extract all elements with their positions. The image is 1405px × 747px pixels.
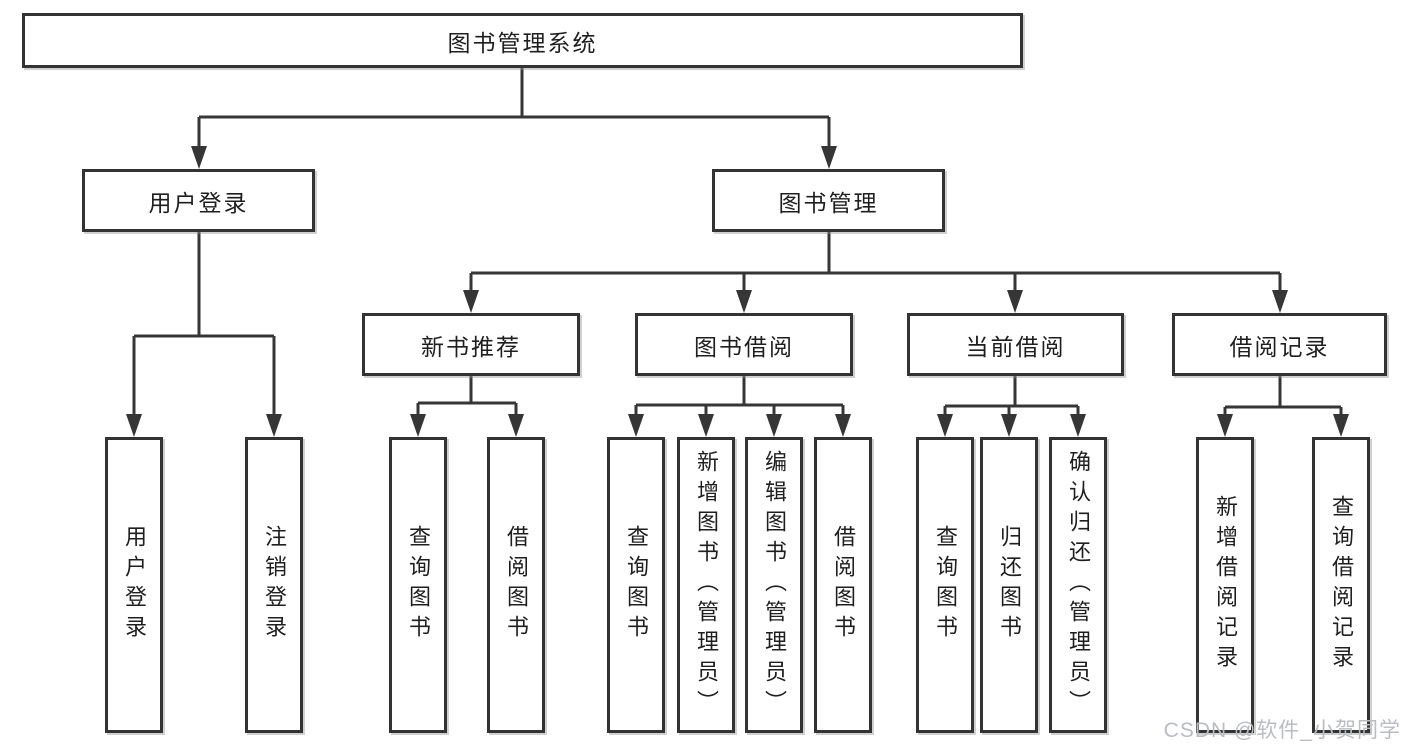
leaf-edit-books-admin: 编辑图书（管理员） xyxy=(745,437,803,733)
csdn-watermark: CSDN @软件_小贺同学 xyxy=(1163,719,1401,742)
node-label: 新增借阅记录 xyxy=(1213,495,1238,675)
leaf-search-borrow-record: 查询借阅记录 xyxy=(1312,437,1370,733)
node-label: 图书管理 xyxy=(778,189,879,216)
node-label: 编辑图书（管理员） xyxy=(762,450,787,720)
leaf-return-books: 归还图书 xyxy=(980,437,1038,733)
node-book-borrowing: 图书借阅 xyxy=(635,313,853,376)
node-new-book-recommend: 新书推荐 xyxy=(362,313,580,376)
leaf-confirm-return-admin: 确认归还（管理员） xyxy=(1049,437,1107,733)
leaf-user-login: 用户登录 xyxy=(105,437,163,733)
node-label: 当前借阅 xyxy=(965,333,1066,360)
node-label: 图书管理系统 xyxy=(447,29,598,56)
node-label: 确认归还（管理员） xyxy=(1066,450,1091,720)
node-label: 用户登录 xyxy=(148,189,249,216)
node-label: 查询图书 xyxy=(933,525,958,645)
leaf-logout: 注销登录 xyxy=(245,437,303,733)
node-borrowing-records: 借阅记录 xyxy=(1172,313,1387,376)
node-root-system: 图书管理系统 xyxy=(22,13,1023,68)
node-label: 归还图书 xyxy=(997,525,1022,645)
tree-edges xyxy=(132,68,1343,420)
node-label: 借阅图书 xyxy=(504,525,529,645)
leaf-search-books: 查询图书 xyxy=(916,437,974,733)
leaf-search-books: 查询图书 xyxy=(607,437,665,733)
node-label: 图书借阅 xyxy=(694,333,794,360)
node-current-borrowing: 当前借阅 xyxy=(907,313,1124,376)
arrowhead-icons xyxy=(126,146,1349,437)
node-user-login: 用户登录 xyxy=(82,169,315,232)
node-label: 新书推荐 xyxy=(421,333,521,360)
node-label: 借阅图书 xyxy=(831,525,856,645)
node-label: 注销登录 xyxy=(262,525,287,645)
node-label: 查询图书 xyxy=(406,525,431,645)
node-label: 用户登录 xyxy=(122,525,147,645)
node-label: 查询图书 xyxy=(624,525,649,645)
leaf-add-books-admin: 新增图书（管理员） xyxy=(677,437,735,733)
node-label: 借阅记录 xyxy=(1229,333,1330,360)
leaf-borrow-books: 借阅图书 xyxy=(814,437,872,733)
node-book-management: 图书管理 xyxy=(712,169,945,232)
leaf-search-books: 查询图书 xyxy=(389,437,447,733)
node-label: 查询借阅记录 xyxy=(1329,495,1354,675)
node-label: 新增图书（管理员） xyxy=(694,450,719,720)
leaf-add-borrow-record: 新增借阅记录 xyxy=(1196,437,1254,733)
leaf-borrow-books: 借阅图书 xyxy=(487,437,545,733)
